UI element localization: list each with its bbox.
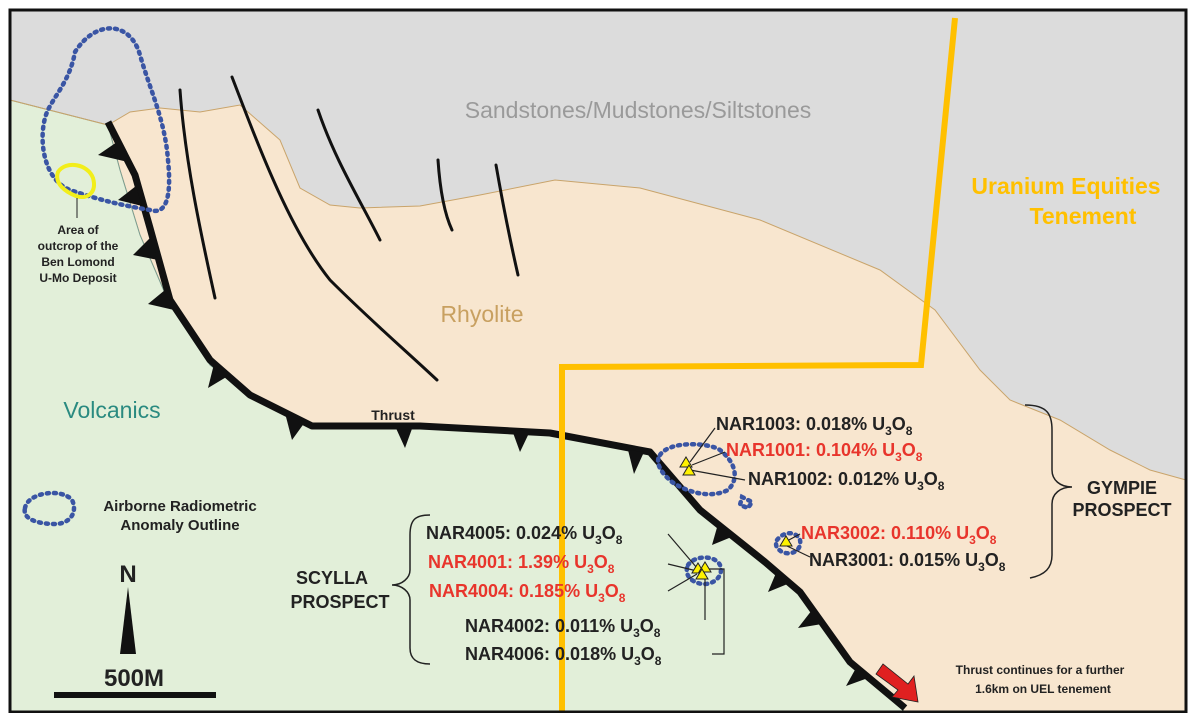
leader-line [689, 427, 716, 463]
assay-label-nar4004: NAR4004: 0.185% U3O8 [429, 581, 626, 605]
assay-label-nar1003: NAR1003: 0.018% U3O8 [716, 414, 913, 438]
gympie-leaders [689, 427, 811, 558]
ben-lomond-line: Ben Lomond [41, 255, 114, 269]
gympie-label-line2: PROSPECT [1072, 500, 1171, 520]
thrust-teeth [98, 142, 868, 686]
drillhole-marker [779, 535, 793, 547]
drillhole-markers [679, 456, 793, 580]
thrust-tooth [133, 238, 158, 260]
tenement-label-line1: Uranium Equities [971, 173, 1160, 199]
fault-line [436, 158, 454, 232]
leader-line [708, 568, 725, 655]
scale-bar [54, 692, 216, 698]
scylla-label-line1: SCYLLA [296, 568, 368, 588]
scylla-brace [391, 514, 431, 665]
tenement-label-line2: Tenement [1030, 203, 1137, 229]
leader-line [667, 533, 698, 569]
assay-label-nar3001: NAR3001: 0.015% U3O8 [809, 550, 1006, 574]
volcanics-label: Volcanics [63, 397, 160, 423]
ben-lomond-line: U-Mo Deposit [39, 271, 116, 285]
thrust-tooth [395, 426, 413, 448]
assay-label-nar1002: NAR1002: 0.012% U3O8 [748, 469, 945, 493]
drillhole-marker [682, 464, 696, 476]
anomaly-outline [40, 26, 172, 214]
leader-line [786, 545, 811, 558]
leader-line [689, 469, 746, 481]
thrust-fault [98, 120, 908, 711]
gympie-brace [1024, 404, 1073, 579]
assay-label-nar4005: NAR4005: 0.024% U3O8 [426, 523, 623, 547]
scylla-label-line2: PROSPECT [290, 592, 389, 612]
assay-label-nar3002: NAR3002: 0.110% U3O8 [801, 523, 997, 547]
thrust-tooth [512, 430, 530, 452]
thrust-tooth [628, 450, 644, 474]
thrust-note-line1: Thrust continues for a further [956, 663, 1125, 677]
north-label: N [119, 561, 136, 588]
anomaly-outline [655, 442, 737, 497]
thrust-tooth [768, 573, 790, 592]
legend-swatch [22, 490, 77, 527]
map-frame [8, 8, 1188, 713]
ben-lomond-label: Area of outcrop of the Ben Lomond U-Mo D… [38, 223, 119, 285]
thrust-continues-arrow [875, 663, 919, 703]
legend-label-line2: Anomaly Outline [120, 517, 239, 534]
thrust-tooth [846, 668, 868, 686]
anomaly-outline [773, 531, 803, 556]
fault-line [494, 163, 520, 277]
scale-label: 500M [104, 665, 164, 692]
legend-label-line1: Airborne Radiometric [103, 498, 256, 515]
ben-lomond-line: outcrop of the [38, 239, 119, 253]
anomaly-outline [737, 493, 756, 511]
sandstone-label: Sandstones/Mudstones/Siltstones [465, 97, 811, 123]
fault-line [230, 75, 439, 382]
tenement-boundary [559, 17, 958, 712]
thrust-tooth [798, 610, 822, 628]
assay-label-nar4001: NAR4001: 1.39% U3O8 [428, 552, 615, 576]
ben-lomond-line: Area of [57, 223, 99, 237]
anomaly-outlines [22, 26, 803, 587]
ben-lomond-outline [55, 162, 96, 199]
north-arrow-icon [120, 587, 136, 654]
gympie-label-line1: GYMPIE [1087, 478, 1157, 498]
thrust-tooth [712, 524, 734, 545]
thrust-tooth [285, 413, 305, 440]
scylla-leaders [667, 533, 725, 655]
thrust-tooth [208, 364, 228, 388]
anomaly-outline [684, 555, 724, 587]
thrust-label: Thrust [371, 407, 415, 423]
fault-line [178, 88, 217, 300]
thrust-tooth [148, 290, 174, 310]
faults [178, 75, 520, 382]
leader-line [786, 533, 801, 542]
drillhole-marker [695, 568, 709, 580]
leader-line [667, 563, 698, 572]
thrust-tooth [98, 142, 128, 162]
assay-label-nar1001: NAR1001: 0.104% U3O8 [726, 440, 923, 464]
assay-label-nar4002: NAR4002: 0.011% U3O8 [465, 616, 661, 640]
leader-line [667, 573, 698, 592]
thrust-tooth [118, 186, 142, 206]
assay-label-nar4006: NAR4006: 0.018% U3O8 [465, 644, 662, 668]
thrust-note-line2: 1.6km on UEL tenement [975, 682, 1111, 696]
rhyolite-label: Rhyolite [440, 301, 523, 327]
fault-line [316, 108, 382, 242]
leader-line [691, 451, 726, 466]
sandstone-boundary [9, 99, 109, 126]
